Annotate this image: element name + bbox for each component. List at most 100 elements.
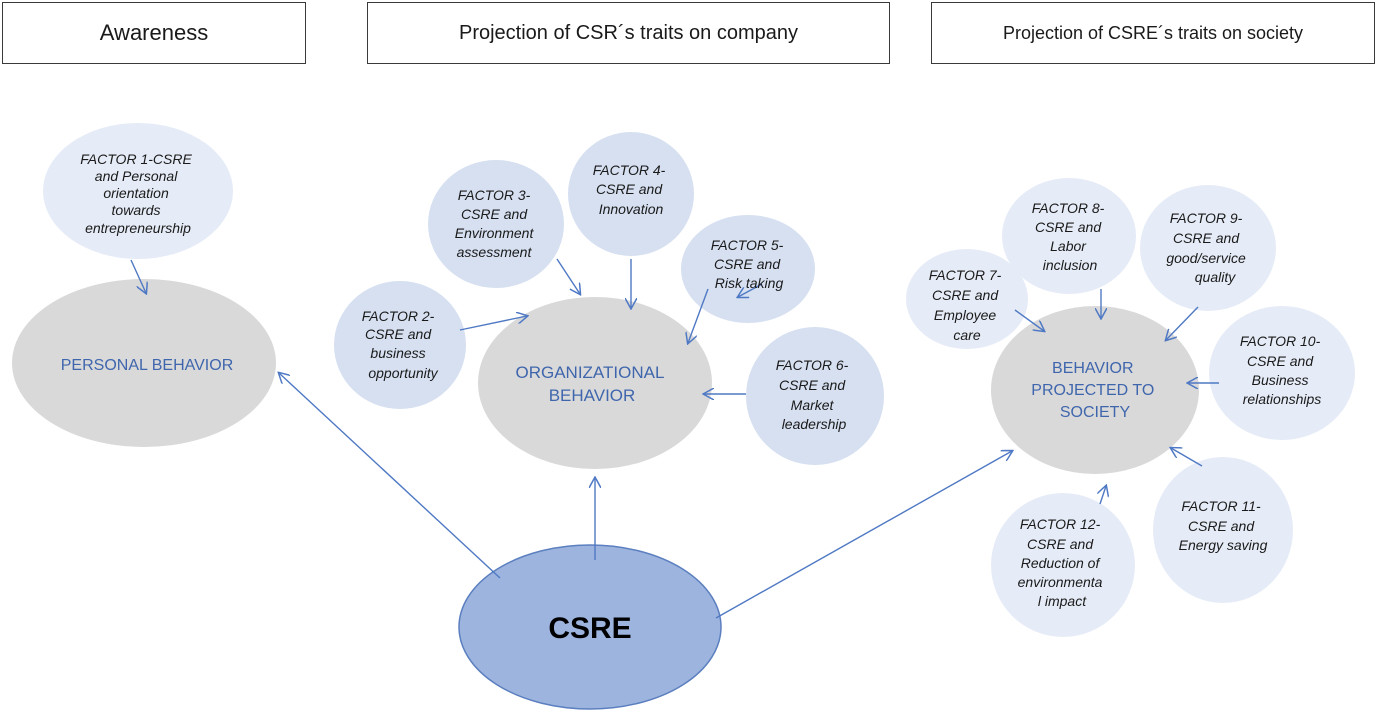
factor-7-line: CSRE and [932, 287, 999, 303]
factor-1-line: FACTOR 1-CSRE [80, 151, 192, 167]
factor-3-circle [428, 160, 564, 288]
factor-11-line: CSRE and [1188, 518, 1255, 534]
factor-6-line: leadership [782, 416, 847, 432]
society-behavior-label: BEHAVIOR PROJECTED TO SOCIETY [1031, 360, 1158, 421]
factor-2-line: business [370, 345, 425, 361]
factor-2-line: CSRE and [365, 326, 432, 342]
arrow-factor9 [1166, 306, 1199, 340]
factor-7-line: care [953, 327, 980, 343]
factor-6-line: CSRE and [779, 377, 846, 393]
header-company-text: Projection of CSR´s traits on company [458, 21, 799, 44]
factor-2-label: FACTOR 2- CSRE and business opportunity [362, 308, 439, 381]
organizational-behavior-line: BEHAVIOR [549, 386, 636, 405]
factor-5-line: FACTOR 5- [711, 237, 784, 253]
header-society-text: Projection of CSRE´s traits on society [1002, 22, 1304, 43]
factor-9-line: CSRE and [1173, 230, 1240, 246]
header-society-projection: Projection of CSRE´s traits on society [931, 2, 1375, 64]
factor-7-line: Employee [934, 307, 996, 323]
factor-12-line: l impact [1038, 593, 1087, 609]
factor-3-line: assessment [457, 244, 533, 260]
arrow-factor2 [459, 316, 527, 331]
factor-10-line: FACTOR 10- [1240, 333, 1321, 349]
factor-4-label: FACTOR 4- CSRE and Innovation [593, 162, 670, 217]
factor-12-line: CSRE and [1027, 536, 1094, 552]
factor-9-circle [1140, 185, 1276, 311]
factor-8-circle [1002, 178, 1136, 294]
factor-10-line: relationships [1243, 391, 1322, 407]
society-behavior-line: BEHAVIOR [1052, 360, 1134, 377]
factor-5-line: CSRE and [714, 256, 781, 272]
factor-11-circle [1153, 457, 1293, 603]
header-company-projection: Projection of CSR´s traits on company [367, 2, 890, 64]
factor-3-line: CSRE and [461, 206, 528, 222]
factor-8-line: FACTOR 8- [1032, 200, 1105, 216]
personal-behavior-ellipse [12, 279, 276, 447]
arrow-factor5a [688, 288, 709, 343]
organizational-behavior-ellipse [478, 297, 712, 469]
society-behavior-ellipse [991, 306, 1199, 474]
csre-label: CSRE [548, 612, 631, 645]
factor-5-circle [681, 215, 815, 323]
factor-6-line: Market [791, 397, 835, 413]
factor-12-line: environmenta [1018, 574, 1103, 590]
factor-10-line: CSRE and [1247, 353, 1314, 369]
factor-1-line: and Personal [95, 168, 178, 184]
factor-10-circle [1209, 306, 1355, 440]
factor-12-line: Reduction of [1021, 555, 1102, 571]
factor-8-label: FACTOR 8- CSRE and Labor inclusion [1032, 200, 1109, 273]
factor-10-label: FACTOR 10- CSRE and Business relationshi… [1240, 333, 1324, 407]
factor-3-label: FACTOR 3- CSRE and Environment assessmen… [455, 187, 537, 260]
csre-ellipse [458, 544, 722, 710]
arrow-factor1 [130, 259, 146, 293]
factor-9-line: FACTOR 9- [1170, 210, 1243, 226]
header-awareness-text: Awareness [99, 20, 209, 45]
factor-8-line: Labor [1050, 238, 1087, 254]
factor-1-label: FACTOR 1-CSRE and Personal orientation t… [80, 151, 195, 236]
factor-5-line: Risk taking [715, 275, 784, 291]
factor-11-line: FACTOR 11- [1181, 498, 1261, 514]
factor-2-circle [334, 281, 466, 409]
factor-12-circle [991, 493, 1135, 637]
personal-behavior-label: PERSONAL BEHAVIOR [61, 357, 234, 374]
factor-2-line: opportunity [368, 365, 438, 381]
header-awareness: Awareness [2, 2, 306, 64]
factor-3-line: Environment [455, 225, 535, 241]
factor-8-line: inclusion [1043, 257, 1098, 273]
factor-7-label: FACTOR 7- CSRE and Employee care [929, 267, 1006, 343]
factor-5-label: FACTOR 5- CSRE and Risk taking [711, 237, 788, 291]
arrow-csre-to-personal [279, 373, 501, 579]
organizational-behavior-line: ORGANIZATIONAL [515, 363, 663, 382]
factor-6-circle [746, 327, 884, 465]
factor-6-line: FACTOR 6- [776, 357, 849, 373]
factor-9-line: good/service [1166, 250, 1246, 266]
factor-11-line: Energy saving [1179, 537, 1268, 553]
factor-4-circle [568, 132, 694, 256]
arrow-factor12 [1100, 486, 1106, 505]
factor-12-line: FACTOR 12- [1020, 516, 1101, 532]
arrow-factor5b [738, 283, 763, 297]
arrow-factor11 [1171, 448, 1203, 467]
factor-9-label: FACTOR 9- CSRE and good/service quality [1166, 210, 1249, 285]
factor-2-line: FACTOR 2- [362, 308, 435, 324]
society-behavior-line: SOCIETY [1060, 404, 1131, 421]
factor-7-circle [906, 249, 1028, 349]
factor-1-circle [43, 123, 233, 259]
arrow-factor3 [556, 258, 580, 294]
factor-11-label: FACTOR 11- CSRE and Energy saving [1179, 498, 1268, 553]
factor-7-line: FACTOR 7- [929, 267, 1002, 283]
arrow-factor7 [1014, 309, 1044, 331]
arrow-csre-to-society [715, 451, 1012, 619]
factor-10-line: Business [1252, 372, 1309, 388]
factor-4-line: CSRE and [596, 181, 663, 197]
factor-6-label: FACTOR 6- CSRE and Market leadership [776, 357, 853, 432]
society-behavior-line: PROJECTED TO [1031, 382, 1154, 399]
factor-1-line: orientation [103, 185, 169, 201]
personal-behavior-line: PERSONAL BEHAVIOR [61, 357, 234, 374]
factor-4-line: Innovation [599, 201, 664, 217]
factor-1-line: towards [112, 202, 161, 218]
factor-4-line: FACTOR 4- [593, 162, 666, 178]
factor-1-line: entrepreneurship [85, 220, 191, 236]
organizational-behavior-label: ORGANIZATIONAL BEHAVIOR [515, 363, 668, 405]
